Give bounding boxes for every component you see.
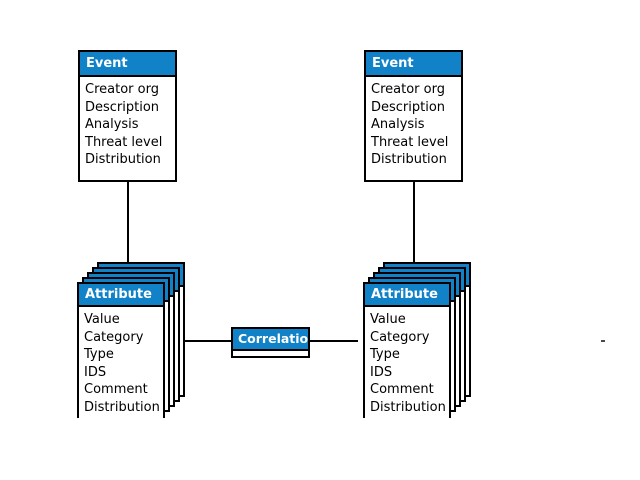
field-description: Description: [85, 99, 160, 115]
field-value: Value: [370, 312, 406, 327]
field-creator-org: Creator org: [85, 82, 159, 97]
entity-attribute-right-stack[interactable]: Attribute Value Category Type IDS Commen…: [363, 262, 475, 422]
field-distribution: Distribution: [371, 152, 447, 167]
field-type: Type: [84, 347, 114, 362]
field-threat-level: Threat level: [85, 134, 163, 150]
artifact-mark: [601, 340, 605, 342]
field-ids: IDS: [84, 364, 107, 380]
entity-header-attribute-right: Attribute: [365, 284, 449, 307]
entity-attribute-right[interactable]: Attribute Value Category Type IDS Commen…: [363, 282, 451, 420]
connector-attribute-left-to-correlation: [183, 340, 232, 342]
entity-correlation[interactable]: Correlation: [231, 327, 310, 358]
field-distribution: Distribution: [370, 399, 446, 415]
field-comment: Comment: [370, 382, 434, 397]
entity-body-event-right: Creator org Description Analysis Threat …: [366, 77, 461, 173]
field-category: Category: [84, 329, 144, 345]
connector-event-left-to-attribute-left: [127, 181, 129, 263]
field-analysis: Analysis: [85, 117, 139, 132]
connector-attribute-right-to-correlation: [309, 340, 358, 342]
entity-header-event-right: Event: [366, 52, 461, 77]
field-ids: IDS: [370, 364, 393, 380]
entity-body-attribute-left: Value Category Type IDS Comment Distribu…: [79, 307, 163, 420]
field-category: Category: [370, 329, 430, 345]
entity-header-correlation: Correlation: [233, 329, 308, 351]
entity-body-attribute-right: Value Category Type IDS Comment Distribu…: [365, 307, 449, 420]
field-description: Description: [371, 99, 446, 115]
entity-event-left[interactable]: Event Creator org Description Analysis T…: [78, 50, 177, 182]
entity-event-right[interactable]: Event Creator org Description Analysis T…: [364, 50, 463, 182]
field-threat-level: Threat level: [371, 134, 449, 150]
field-value: Value: [84, 312, 120, 327]
entity-header-attribute-left: Attribute: [79, 284, 163, 307]
field-creator-org: Creator org: [371, 82, 445, 97]
field-distribution: Distribution: [84, 399, 160, 415]
entity-attribute-left-stack[interactable]: Attribute Value Category Type IDS Commen…: [77, 262, 189, 422]
field-analysis: Analysis: [371, 117, 425, 132]
entity-body-correlation: [233, 351, 308, 356]
connector-event-right-to-attribute-right: [413, 181, 415, 263]
entity-attribute-left[interactable]: Attribute Value Category Type IDS Commen…: [77, 282, 165, 420]
field-distribution: Distribution: [85, 152, 161, 167]
entity-body-event-left: Creator org Description Analysis Threat …: [80, 77, 175, 173]
field-comment: Comment: [84, 382, 148, 397]
field-type: Type: [370, 347, 400, 362]
entity-header-event-left: Event: [80, 52, 175, 77]
